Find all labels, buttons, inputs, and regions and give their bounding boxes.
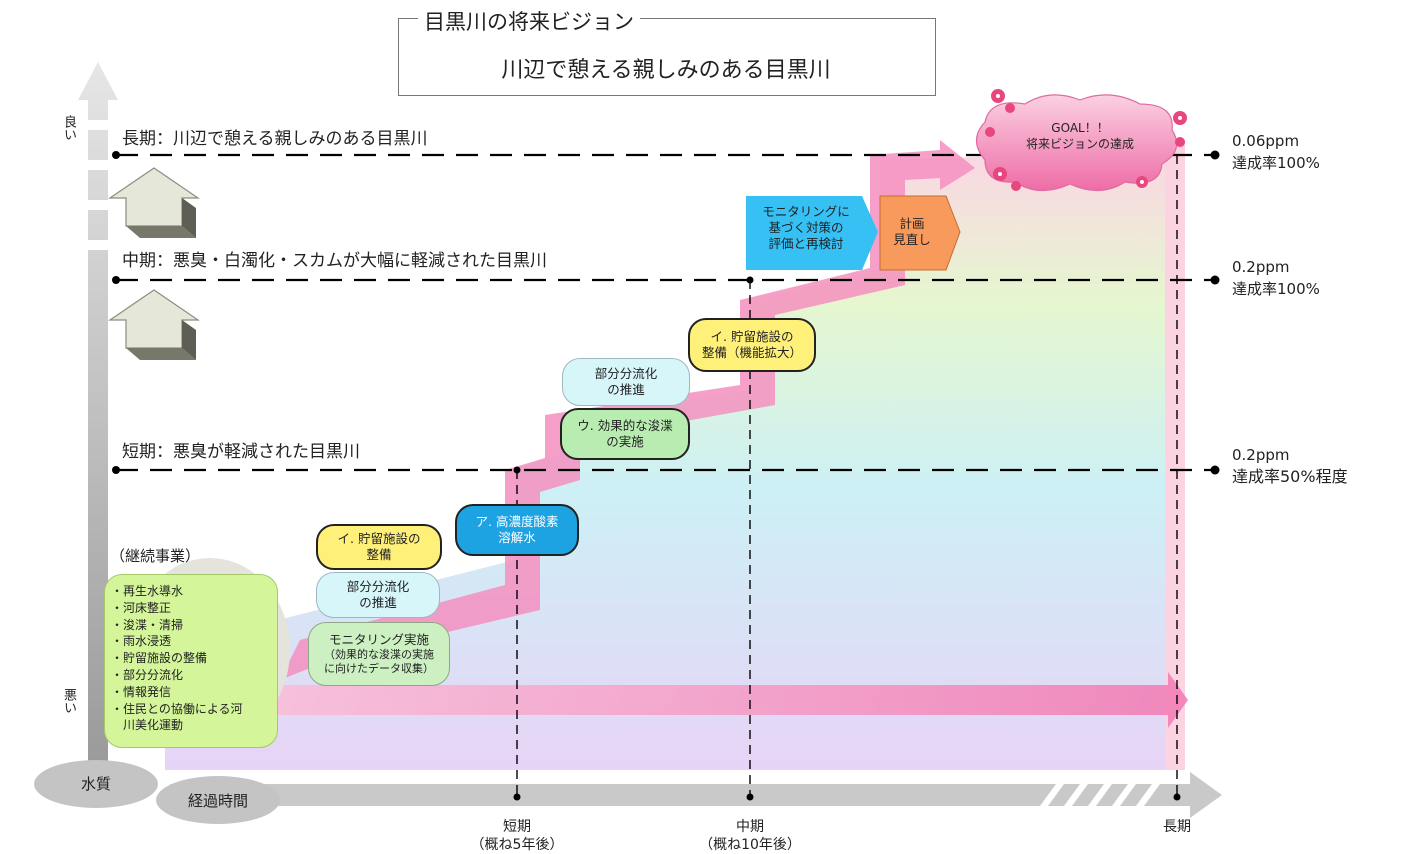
x-axis-stripes <box>1040 784 1160 806</box>
level-lines <box>116 153 1215 472</box>
step1-monitoring-pill: モニタリング実施 （効果的な浚渫の実施 に向けたデータ収集） <box>308 622 450 686</box>
up-arrow-lower <box>108 289 200 360</box>
step4-storage-pill: イ. 貯留施設の 整備（機能拡大） <box>688 318 816 372</box>
step5-plan-label: 計画 見直し <box>893 216 931 247</box>
right-pink-column <box>1165 140 1185 770</box>
flower-centers <box>996 94 1182 184</box>
goal-line1: GOAL！！ <box>1051 121 1109 135</box>
step1-monitoring-sub: （効果的な浚渫の実施 に向けたデータ収集） <box>324 648 434 675</box>
level-short-label: 短期：悪臭が軽減された目黒川 <box>122 442 360 462</box>
continuing-item: ・雨水浸透 <box>111 634 172 649</box>
plan-arrow-shape <box>879 195 961 271</box>
step5-eval-label: モニタリングに 基づく対策の 評価と再検討 <box>762 204 850 251</box>
time-mid-label: 中期 <box>736 819 764 835</box>
step1-monitoring-title: モニタリング実施 <box>328 632 429 647</box>
time-short-sub: （概ね5年後） <box>470 837 564 853</box>
step1-separation-pill: 部分分流化 の推進 <box>316 572 440 618</box>
level-long-ppm: 0.06ppm <box>1232 132 1300 150</box>
time-long-label: 長期 <box>1163 819 1191 835</box>
water-quality-oval <box>34 760 158 808</box>
continuing-item: ・情報発信 <box>111 684 172 699</box>
continuing-item: ・貯留施設の整備 <box>111 651 208 666</box>
level-short-value: 0.2ppm 達成率50%程度 <box>1232 444 1348 488</box>
continuing-title: （継続事業） <box>110 547 201 565</box>
x-axis-arrow <box>170 772 1222 818</box>
goal-cloud <box>975 94 1178 192</box>
level-long-value: 0.06ppm 達成率100% <box>1232 130 1320 174</box>
time-dots <box>513 276 1181 801</box>
step2-oxygen-pill: ア. 高濃度酸素 溶解水 <box>455 504 579 556</box>
y-axis-dashes <box>86 120 110 250</box>
eval-arrow-shape <box>746 196 878 270</box>
level-mid-label: 中期：悪臭・白濁化・スカムが大幅に軽減された目黒川 <box>122 251 547 271</box>
level-mid-value: 0.2ppm 達成率100% <box>1232 256 1320 300</box>
y-axis-bottom-label: 悪い <box>61 688 76 714</box>
level-short-ppm: 0.2ppm <box>1232 446 1290 464</box>
continuing-item: ・再生水導水 <box>111 584 184 598</box>
time-long-caption: 長期 <box>1142 818 1212 836</box>
goal-line2: 将来ビジョンの達成 <box>1025 137 1134 151</box>
level-mid-rate: 達成率100% <box>1232 280 1320 298</box>
continuing-box: ・再生水導水 ・河床整正 ・浚渫・清掃 ・雨水浸透 ・貯留施設の整備 ・部分分流… <box>104 574 278 748</box>
elapsed-time-oval <box>156 776 280 824</box>
continuing-item: ・部分分流化 <box>111 667 184 682</box>
continuing-item: 川美化運動 <box>111 718 184 733</box>
step1-storage-pill: イ. 貯留施設の 整備 <box>316 524 442 570</box>
level-long-rate: 達成率100% <box>1232 154 1320 172</box>
time-band-arrow <box>165 672 1188 728</box>
time-short-label: 短期 <box>503 819 531 835</box>
level-short-rate: 達成率50%程度 <box>1232 467 1348 486</box>
time-mid-caption: 中期 （概ね10年後） <box>690 818 810 854</box>
goal-label: GOAL！！ 将来ビジョンの達成 <box>1000 120 1160 152</box>
y-axis-top-label: 良い <box>61 115 76 141</box>
time-short-caption: 短期 （概ね5年後） <box>462 818 572 854</box>
step3-dredge-pill: ウ. 効果的な浚渫 の実施 <box>560 408 690 460</box>
level-dots <box>112 150 1220 475</box>
vision-title-main: 川辺で憩える親しみのある目黒川 <box>501 58 831 83</box>
step3-separation-pill: 部分分流化 の推進 <box>562 358 690 406</box>
time-mid-sub: （概ね10年後） <box>699 837 801 853</box>
continuing-item: ・住民との協働による河 <box>111 701 243 716</box>
vision-title-label: 目黒川の将来ビジョン <box>418 6 640 36</box>
continuing-item: ・浚渫・清掃 <box>111 617 184 632</box>
level-long-label: 長期：川辺で憩える親しみのある目黒川 <box>122 129 428 149</box>
continuing-item: ・河床整正 <box>111 600 172 615</box>
time-lines <box>516 155 1178 797</box>
up-arrow-upper <box>108 167 200 238</box>
x-axis-name: 経過時間 <box>187 792 248 810</box>
y-axis-name: 水質 <box>80 775 111 793</box>
level-mid-ppm: 0.2ppm <box>1232 258 1290 276</box>
